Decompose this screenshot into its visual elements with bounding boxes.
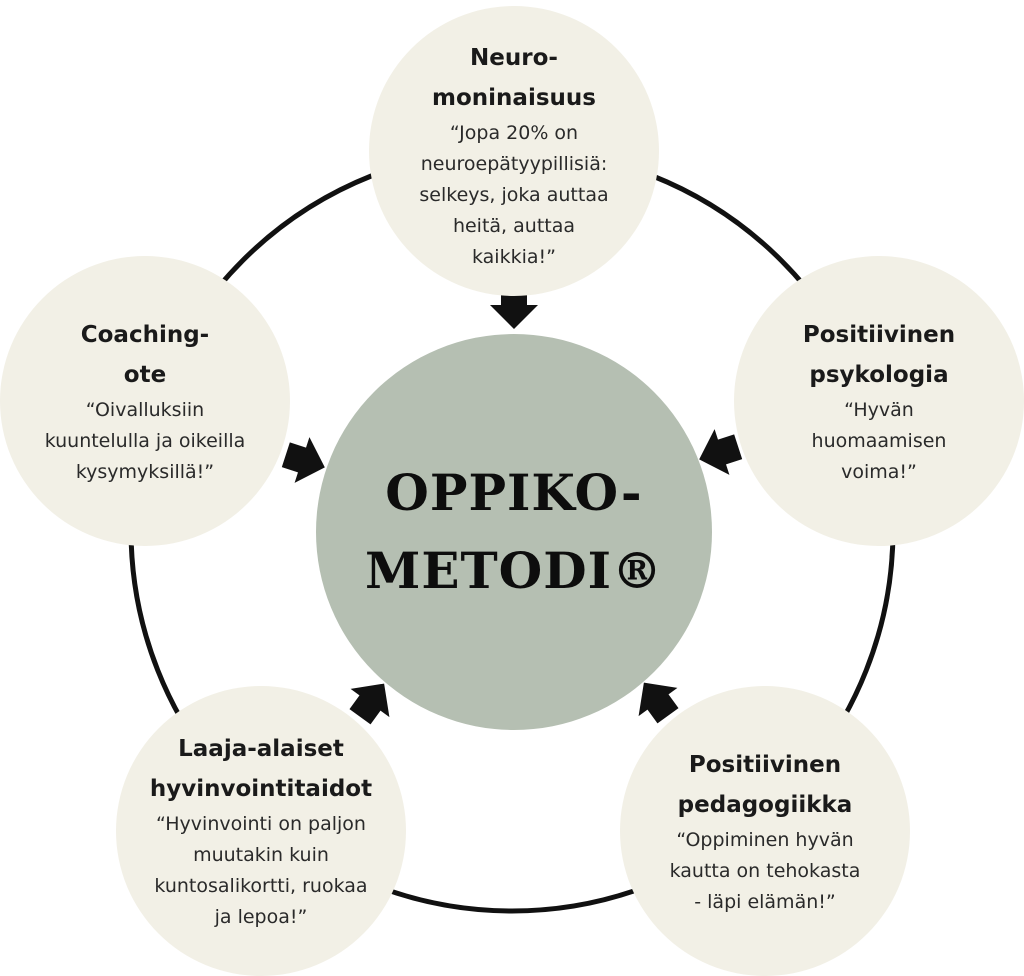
node-title: Coaching- ote: [80, 321, 210, 388]
arrow-right: [699, 429, 743, 475]
node-quote: “Jopa 20% on neuroepätyypillisiä: selkey…: [419, 121, 609, 268]
node-title: Neuro- moninaisuus: [432, 44, 596, 111]
node-title: Positiivinen psykologia: [802, 321, 956, 388]
node-title: Laaja-alaiset hyvinvointitaidot: [149, 736, 373, 802]
node-title: Positiivinen pedagogiikka: [677, 751, 853, 818]
node-quote: “Oppiminen hyvän kautta on tehokasta - l…: [669, 828, 861, 913]
node-laaja-alaiset-hyvinvointitaidot: Laaja-alaiset hyvinvointitaidot “Hyvinvo…: [116, 686, 406, 976]
arrow-left: [281, 437, 325, 483]
node-positiivinen-psykologia: Positiivinen psykologia “Hyvän huomaamis…: [734, 256, 1024, 546]
node-quote: “Hyvän huomaamisen voima!”: [811, 398, 947, 483]
node-coaching-ote: Coaching- ote “Oivalluksiin kuuntelulla …: [0, 256, 290, 546]
center-label: OPPIKO- METODI®: [365, 463, 663, 600]
arrow-top: [490, 288, 538, 329]
arrow-bottom-right: [638, 682, 679, 724]
node-quote: “Oivalluksiin kuuntelulla ja oikeilla ky…: [44, 398, 246, 483]
node-quote: “Hyvinvointi on paljon muutakin kuin kun…: [154, 813, 368, 928]
arrow-bottom-left: [349, 683, 390, 725]
node-positiivinen-pedagogiikka: Positiivinen pedagogiikka “Oppiminen hyv…: [620, 686, 910, 976]
center-circle: OPPIKO- METODI®: [316, 334, 712, 730]
node-neuromoninaisuus: Neuro- moninaisuus “Jopa 20% on neuroepä…: [369, 6, 659, 296]
